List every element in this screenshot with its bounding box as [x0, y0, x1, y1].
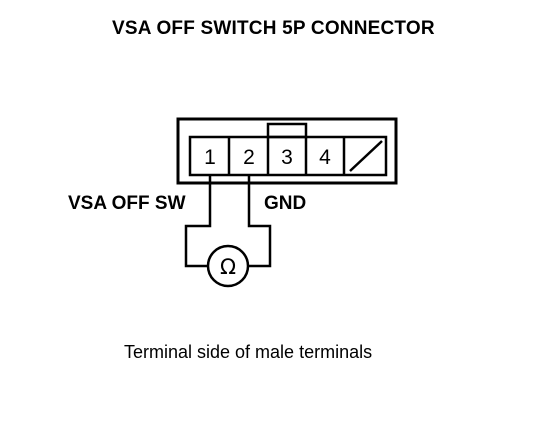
connector-housing — [176, 117, 398, 185]
connector-lock-tab — [266, 122, 308, 139]
terminal-number: 4 — [319, 146, 331, 169]
diagram-title: VSA OFF SWITCH 5P CONNECTOR — [112, 18, 435, 39]
ohmmeter-icon — [206, 244, 250, 288]
diagram-caption: Terminal side of male terminals — [124, 342, 373, 362]
probe-wire-terminal-2 — [247, 175, 272, 268]
probe-wire-terminal-1 — [184, 175, 212, 268]
label-gnd: GND — [264, 193, 307, 214]
terminal-number: 3 — [281, 146, 293, 169]
label-vsa-off-sw: VSA OFF SW — [68, 193, 186, 214]
terminal-number: 2 — [243, 146, 255, 169]
empty-cavity-diagonal — [349, 140, 383, 172]
ohm-symbol: Ω — [220, 255, 236, 279]
terminal-strip — [188, 135, 388, 177]
terminal-number: 1 — [204, 146, 216, 169]
